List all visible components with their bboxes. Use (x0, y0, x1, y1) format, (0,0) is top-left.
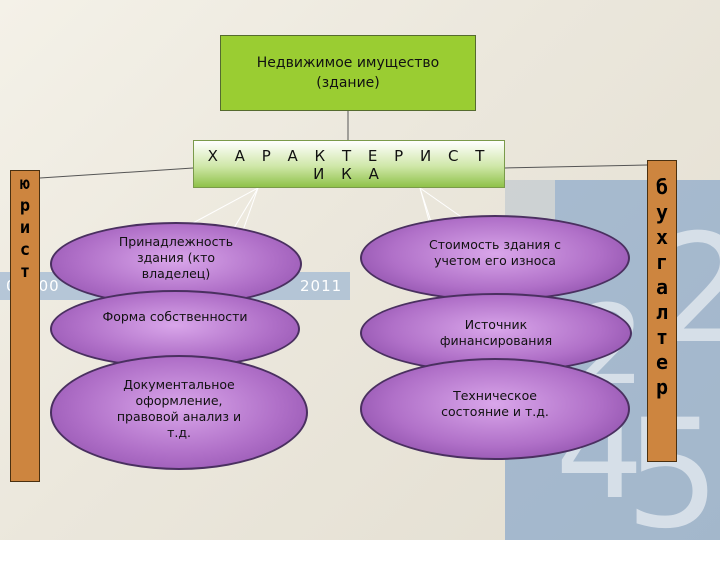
ellipse-technical-condition: Техническое состояние и т.д. (360, 358, 630, 460)
left-side-letter: и (19, 218, 31, 238)
right-side-letter: а (655, 275, 669, 299)
right-side-letter: л (655, 300, 669, 324)
characteristics-bar: Х А Р А К Т Е Р И С Т И К А (193, 140, 505, 188)
left-side-letter: р (19, 196, 31, 216)
ellipse-ownership: Принадлежность здания (кто владелец) (50, 222, 302, 306)
ellipse-text-line: оформление, (135, 392, 223, 408)
ellipse-text-line: владелец) (141, 266, 211, 281)
right-side-letter: у (655, 200, 669, 224)
ellipse-text-line: Стоимость здания с (429, 237, 561, 252)
top-box-line2: (здание) (316, 75, 380, 91)
background-band-text-right: 2011 (300, 277, 343, 295)
right-side-letter: т (655, 325, 669, 349)
left-side-bar-lawyer: ю р и с т (10, 170, 40, 482)
ellipse-text-line: Документальное (123, 376, 235, 392)
ellipse-text-line: Форма собственности (102, 309, 248, 324)
right-side-bar-accountant: б у х г а л т е р (647, 160, 677, 462)
ellipse-text-line: Принадлежность (118, 234, 234, 249)
right-side-letter: х (655, 225, 669, 249)
right-side-letter: г (655, 250, 669, 274)
left-side-letter: с (19, 240, 31, 260)
ellipse-text-line: Техническое (453, 388, 537, 403)
ellipse-text-line: правовой анализ и (116, 408, 242, 424)
right-side-letter: р (655, 375, 669, 399)
top-box-line1: Недвижимое имущество (256, 55, 440, 71)
ellipse-text-line: т.д. (167, 424, 191, 440)
left-side-letter: т (19, 262, 31, 282)
ellipse-documentation: Документальное оформление, правовой анал… (50, 355, 308, 470)
ellipse-text-line: финансирования (439, 333, 553, 348)
ellipse-text-line: учетом его износа (434, 253, 556, 268)
ellipse-text-line: состояние и т.д. (441, 404, 549, 419)
ellipse-text-line: Источник (464, 317, 528, 332)
right-side-letter: е (655, 350, 669, 374)
left-side-letter: ю (19, 174, 31, 194)
ellipse-text-line: здания (кто (136, 250, 216, 265)
top-box-real-estate: Недвижимое имущество (здание) (220, 35, 476, 111)
ellipse-building-value: Стоимость здания с учетом его износа (360, 215, 630, 301)
right-side-letter: б (655, 175, 669, 199)
